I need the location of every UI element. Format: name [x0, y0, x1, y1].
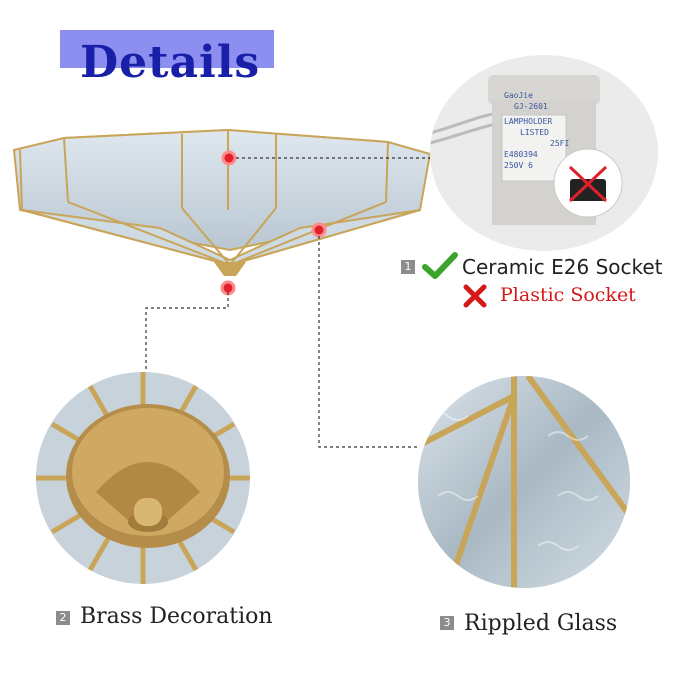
check-icon	[422, 252, 458, 279]
rippled-glass-label: Rippled Glass	[464, 611, 618, 636]
page-title: Details	[80, 37, 261, 88]
title-highlight-bar	[60, 30, 274, 68]
feature-number-1: 1	[401, 260, 415, 274]
marker-socket	[221, 150, 237, 166]
brass-illustration	[36, 372, 250, 584]
socket-line5: 250V 6	[504, 161, 533, 170]
socket-brand: GaoJie	[504, 91, 533, 100]
socket-line4: E480394	[504, 150, 538, 159]
socket-plastic-label: Plastic Socket	[500, 284, 636, 306]
glass-illustration	[418, 376, 630, 588]
socket-detail-circle: GaoJie GJ-2601 LAMPHOLDER LISTED 25FI E4…	[430, 55, 658, 251]
socket-line1: LAMPHOLDER	[504, 117, 553, 126]
glass-detail-circle	[418, 376, 630, 588]
brass-detail-circle	[36, 372, 250, 584]
socket-line3: 25FI	[550, 139, 570, 148]
socket-model: GJ-2601	[514, 102, 548, 111]
cross-icon	[463, 284, 487, 308]
socket-illustration	[430, 75, 623, 225]
brass-decoration-label: Brass Decoration	[80, 604, 273, 629]
socket-line2: LISTED	[520, 128, 549, 137]
feature-number-2: 2	[56, 611, 70, 625]
feature-number-3: 3	[440, 616, 454, 630]
socket-ceramic-label: Ceramic E26 Socket	[462, 255, 663, 279]
ceiling-light-illustration	[12, 128, 432, 296]
